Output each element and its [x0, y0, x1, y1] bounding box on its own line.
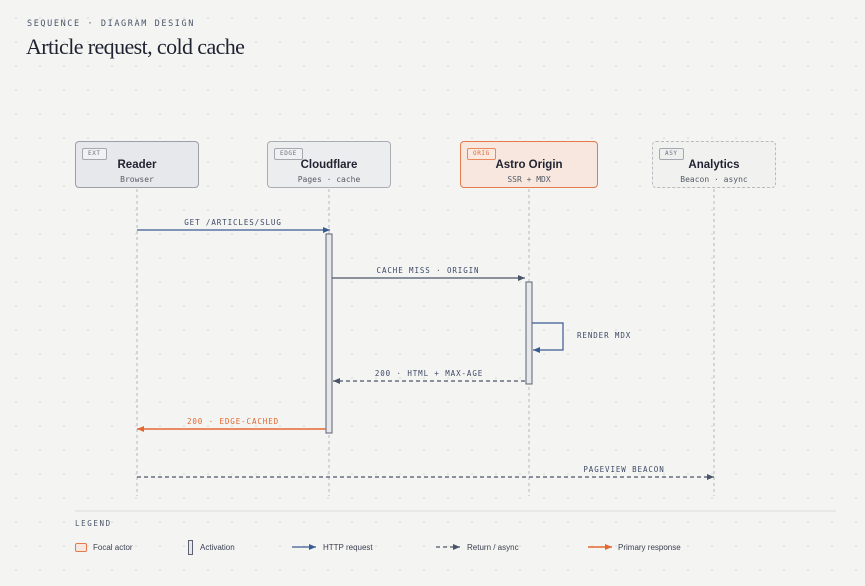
activation-origin — [525, 281, 533, 385]
actor-analytics-name: Analytics — [688, 159, 740, 171]
legend-http-request: HTTP request — [317, 539, 373, 555]
legend-activation: Activation — [188, 539, 235, 555]
activation-swatch — [188, 539, 193, 555]
actor-reader: EXT Reader Browser — [75, 141, 199, 188]
actor-reader-subtitle: Browser — [120, 175, 154, 184]
legend-primary-response-label: Primary response — [618, 542, 681, 552]
arrow-render-mdx — [532, 322, 564, 353]
legend-title: LEGEND — [75, 519, 112, 528]
actor-reader-name: Reader — [117, 159, 157, 171]
actor-cloudflare: EDGE Cloudflare Pages · cache — [267, 141, 391, 188]
legend-return-async-label: Return / async — [467, 542, 519, 552]
actor-cloudflare-subtitle: Pages · cache — [297, 175, 361, 184]
actor-origin-name: Astro Origin — [495, 159, 563, 171]
legend-http-request-label: HTTP request — [323, 542, 373, 552]
actor-origin: ORIG Astro Origin SSR + MDX — [460, 141, 598, 188]
actor-origin-subtitle: SSR + MDX — [507, 175, 551, 184]
message-label-cache-miss: CACHE MISS · ORIGIN — [376, 266, 480, 275]
message-label-html-return: 200 · HTML + MAX-AGE — [374, 369, 484, 378]
actor-origin-tag: ORIG — [467, 148, 496, 160]
message-label-edge-cached: 200 · EDGE-CACHED — [186, 417, 280, 426]
legend-activation-label: Activation — [200, 542, 235, 552]
activation-cloudflare — [325, 233, 333, 434]
actor-analytics-subtitle: Beacon · async — [680, 175, 748, 184]
message-label-render-mdx: RENDER MDX — [577, 331, 632, 340]
legend-primary-response: Primary response — [612, 539, 681, 555]
actor-cloudflare-name: Cloudflare — [300, 159, 358, 171]
message-label-pageview-beacon: PAGEVIEW BEACON — [583, 465, 665, 474]
legend-focal-actor: Focal actor — [75, 539, 133, 555]
actor-cloudflare-tag: EDGE — [274, 148, 303, 160]
diagram-title: Article request, cold cache — [26, 34, 245, 59]
actor-analytics: ASY Analytics Beacon · async — [652, 141, 776, 188]
actor-reader-tag: EXT — [82, 148, 107, 160]
actor-analytics-tag: ASY — [659, 148, 684, 160]
focal-actor-swatch — [75, 542, 87, 552]
legend-focal-actor-label: Focal actor — [93, 542, 133, 552]
diagram-kicker: SEQUENCE · DIAGRAM DESIGN — [27, 19, 195, 29]
message-label-get-article: GET /ARTICLES/SLUG — [184, 218, 282, 227]
legend-return-async: Return / async — [461, 539, 519, 555]
